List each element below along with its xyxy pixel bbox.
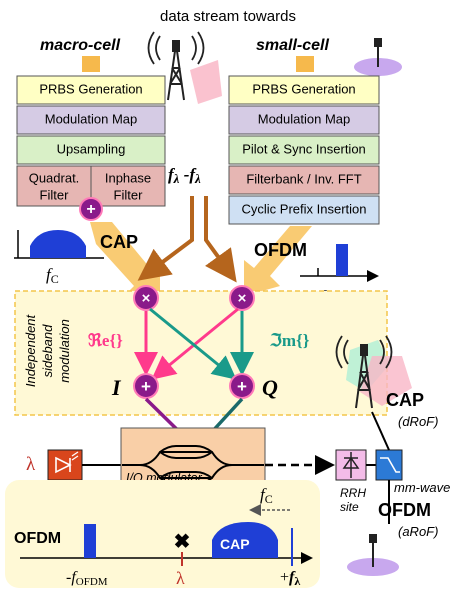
macro-filter-left-2: Filter xyxy=(40,187,70,202)
svg-text:+: + xyxy=(141,377,151,396)
mixer-right-icon: × xyxy=(229,285,255,311)
small-cell-antenna-icon xyxy=(354,38,402,76)
macro-filter-left-1: Quadrat. xyxy=(29,170,80,185)
small-block-modmap: Modulation Map xyxy=(258,111,351,126)
cap-label: CAP xyxy=(100,232,138,252)
spectrum-cap-label: CAP xyxy=(220,536,250,552)
re-arrow-cross xyxy=(151,307,239,380)
q-label: Q xyxy=(262,375,278,400)
ofdm-antenna-icon xyxy=(347,534,399,576)
im-label: ℑm{} xyxy=(269,331,310,350)
macro-block-stack: PRBS Generation Modulation Map Upsamplin… xyxy=(16,75,166,207)
macro-tab xyxy=(82,56,100,72)
lo-arrow-left xyxy=(137,196,194,281)
macro-block-upsampling: Upsampling xyxy=(57,141,126,156)
macro-block-prbs: PRBS Generation xyxy=(39,81,142,96)
ofdm-spectrum-icon xyxy=(300,244,379,282)
spectrum-carrier-suppressed-icon: ✖ xyxy=(174,531,191,553)
adder-q-icon: + xyxy=(229,373,255,399)
mm-wave-label: mm-wave xyxy=(394,480,450,495)
optical-spectrum-panel xyxy=(5,480,320,588)
ofdm-output-title: OFDM xyxy=(378,500,431,520)
rrh-label-2: site xyxy=(340,500,359,514)
small-tab xyxy=(296,56,314,72)
ofdm-output-sub: (aRoF) xyxy=(398,524,438,539)
small-block-stack: PRBS Generation Modulation Map Pilot & S… xyxy=(228,75,380,225)
cap-spectrum-icon xyxy=(14,230,104,259)
iq-modulator xyxy=(120,427,266,485)
macro-freq-label: fC xyxy=(46,265,59,286)
small-feed-arrow xyxy=(244,226,312,296)
small-block-pilot: Pilot & Sync Insertion xyxy=(242,141,366,156)
small-cell-label: small-cell xyxy=(256,37,329,54)
macro-filter-right-2: Filter xyxy=(114,187,144,202)
macro-block-modmap: Modulation Map xyxy=(45,111,138,126)
svg-text:modulation: modulation xyxy=(57,319,72,383)
small-block-cp: Cyclic Prefix Insertion xyxy=(242,201,367,216)
macro-adder-icon: + xyxy=(79,197,103,221)
svg-text:×: × xyxy=(142,290,151,307)
macro-tower-icon xyxy=(147,31,222,104)
spectrum-center-label: λ xyxy=(176,568,185,588)
svg-text:sideband: sideband xyxy=(40,324,55,378)
sideband-region xyxy=(14,290,388,416)
lowpass-filter-icon xyxy=(375,449,403,481)
svg-text:+: + xyxy=(86,201,95,218)
lo-label: fλ -fλ xyxy=(168,165,201,186)
macro-cell-label: macro-cell xyxy=(40,37,121,54)
i-label: I xyxy=(111,375,122,400)
adder-i-icon: + xyxy=(133,373,159,399)
photodiode-icon xyxy=(335,449,367,481)
mixer-left-icon: × xyxy=(133,285,159,311)
svg-text:×: × xyxy=(238,290,247,307)
spectrum-ofdm-label: OFDM xyxy=(14,530,61,547)
cap-output-title: CAP xyxy=(386,390,424,410)
laser-icon xyxy=(47,449,83,481)
sideband-side-label: Independent sideband modulation xyxy=(23,313,72,387)
spectrum-ofdm-band xyxy=(84,524,96,558)
laser-wavelength-label: λ xyxy=(26,454,36,475)
rrh-label-1: RRH xyxy=(340,486,366,500)
re-label: ℜe{} xyxy=(88,331,123,350)
small-block-prbs: PRBS Generation xyxy=(252,81,355,96)
to-cap-antenna-line xyxy=(371,411,390,451)
svg-text:Independent: Independent xyxy=(23,313,38,387)
spectrum-right-freq: +fλ xyxy=(280,569,300,588)
macro-filter-right-1: Inphase xyxy=(105,170,151,185)
svg-text:+: + xyxy=(237,377,247,396)
header-title: data stream towards xyxy=(160,8,296,25)
cap-output-sub: (dRoF) xyxy=(398,414,438,429)
lo-arrow-right xyxy=(204,196,237,283)
cap-antenna-icon xyxy=(335,335,412,409)
ofdm-top-label: OFDM xyxy=(254,240,307,260)
small-block-filterbank: Filterbank / Inv. FFT xyxy=(246,171,361,186)
spectrum-cap-band xyxy=(212,522,278,558)
im-arrow-cross xyxy=(149,307,237,380)
